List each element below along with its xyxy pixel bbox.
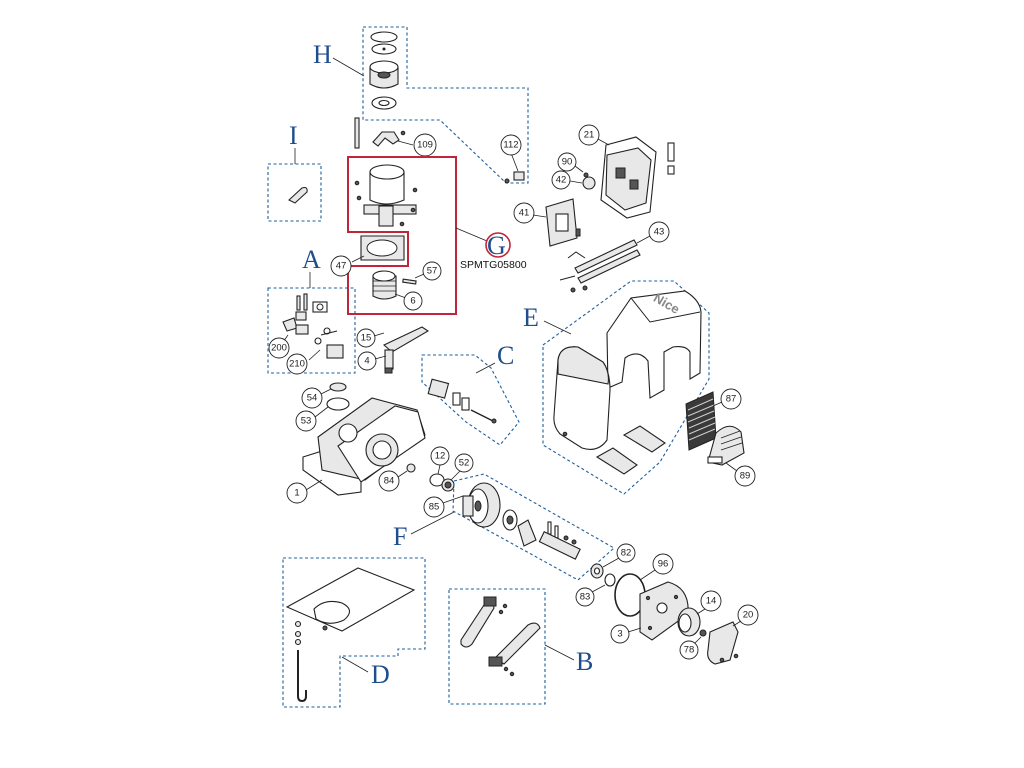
group-e-border [542, 280, 710, 495]
label-109: 109 [417, 140, 433, 151]
group-g-label: G [487, 231, 506, 260]
control-board-21 [600, 136, 675, 219]
label-85: 85 [429, 502, 440, 513]
label-53: 53 [301, 416, 312, 427]
cover-plate-3 [639, 581, 689, 641]
group-g: 47 6 57 G SPMTG05800 [330, 156, 527, 315]
limit-rail-43 [559, 239, 641, 293]
group-b-label: B [576, 647, 593, 676]
label-87: 87 [726, 394, 737, 405]
group-a-border [267, 287, 356, 374]
group-f: F 85 [393, 473, 615, 581]
front-cover [553, 346, 611, 450]
label-54: 54 [307, 393, 318, 404]
label-21: 21 [584, 130, 595, 141]
grid-89 [707, 425, 745, 466]
group-i-label: I [289, 121, 298, 150]
gasket-47: 47 [330, 235, 405, 277]
group-a: A 200 210 [267, 245, 356, 375]
key-part [288, 186, 308, 204]
group-e: E Nice 87 89 [523, 280, 756, 495]
label-112: 112 [503, 140, 518, 151]
group-h: H 112 [313, 26, 529, 184]
cap-1 [622, 425, 666, 453]
shaft-washers: 84 12 52 [378, 446, 474, 492]
label-42: 42 [556, 175, 567, 186]
label-210: 210 [289, 359, 305, 370]
gear-side-parts: 82 83 96 3 14 78 [575, 543, 759, 665]
label-83: 83 [580, 592, 591, 603]
part-109: 109 [354, 117, 437, 157]
label-43: 43 [654, 227, 665, 238]
group-d-label: D [371, 660, 390, 689]
label-12: 12 [435, 451, 446, 462]
label-41: 41 [519, 208, 530, 219]
group-g-marker [485, 232, 511, 258]
pin-57: 57 [402, 261, 442, 285]
label-89: 89 [740, 471, 751, 482]
release-lever: 15 4 [356, 326, 430, 374]
label-96: 96 [658, 559, 669, 570]
group-d-border [282, 557, 426, 708]
group-i: I [267, 121, 322, 222]
group-e-label: E [523, 303, 539, 332]
label-84: 84 [384, 476, 395, 487]
group-f-label: F [393, 522, 407, 551]
group-d: D [282, 557, 426, 708]
label-57: 57 [427, 266, 438, 277]
label-15: 15 [361, 333, 372, 344]
grid-87 [685, 391, 717, 451]
cover-20 [707, 621, 739, 665]
group-h-leader [332, 57, 365, 77]
main-gear [462, 482, 501, 528]
base-housing: 54 53 1 [286, 382, 426, 504]
label-82: 82 [621, 548, 632, 559]
anchor-bolt [294, 620, 307, 703]
label-52: 52 [459, 458, 470, 469]
label-14: 14 [706, 596, 717, 607]
label-78: 78 [684, 645, 695, 656]
group-b: B [448, 588, 593, 705]
label-90: 90 [562, 157, 573, 168]
pinion-14 [677, 607, 707, 637]
control-unit-parts: 21 90 42 41 43 [513, 124, 675, 293]
label-3: 3 [617, 629, 622, 640]
group-c-label: C [497, 341, 514, 370]
cap-2 [595, 447, 638, 475]
label-1: 1 [294, 488, 299, 499]
receiver-41 [545, 198, 581, 247]
label-47: 47 [336, 261, 347, 272]
brake-stack [369, 31, 399, 110]
gear-6: 6 [372, 270, 423, 311]
group-b-border [448, 588, 546, 705]
label-20: 20 [743, 610, 754, 621]
group-h-border [362, 26, 529, 184]
group-i-border [267, 163, 322, 222]
motor [354, 164, 418, 227]
group-h-label: H [313, 40, 332, 69]
base-plate [285, 567, 416, 632]
label-4: 4 [364, 356, 369, 367]
top-cover: Nice [606, 290, 702, 399]
label-6: 6 [410, 296, 415, 307]
group-a-label: A [302, 245, 321, 274]
group-c: C [421, 341, 520, 446]
part-112: 112 [500, 134, 525, 184]
label-200: 200 [271, 343, 287, 354]
highlight-code: SPMTG05800 [460, 259, 527, 271]
